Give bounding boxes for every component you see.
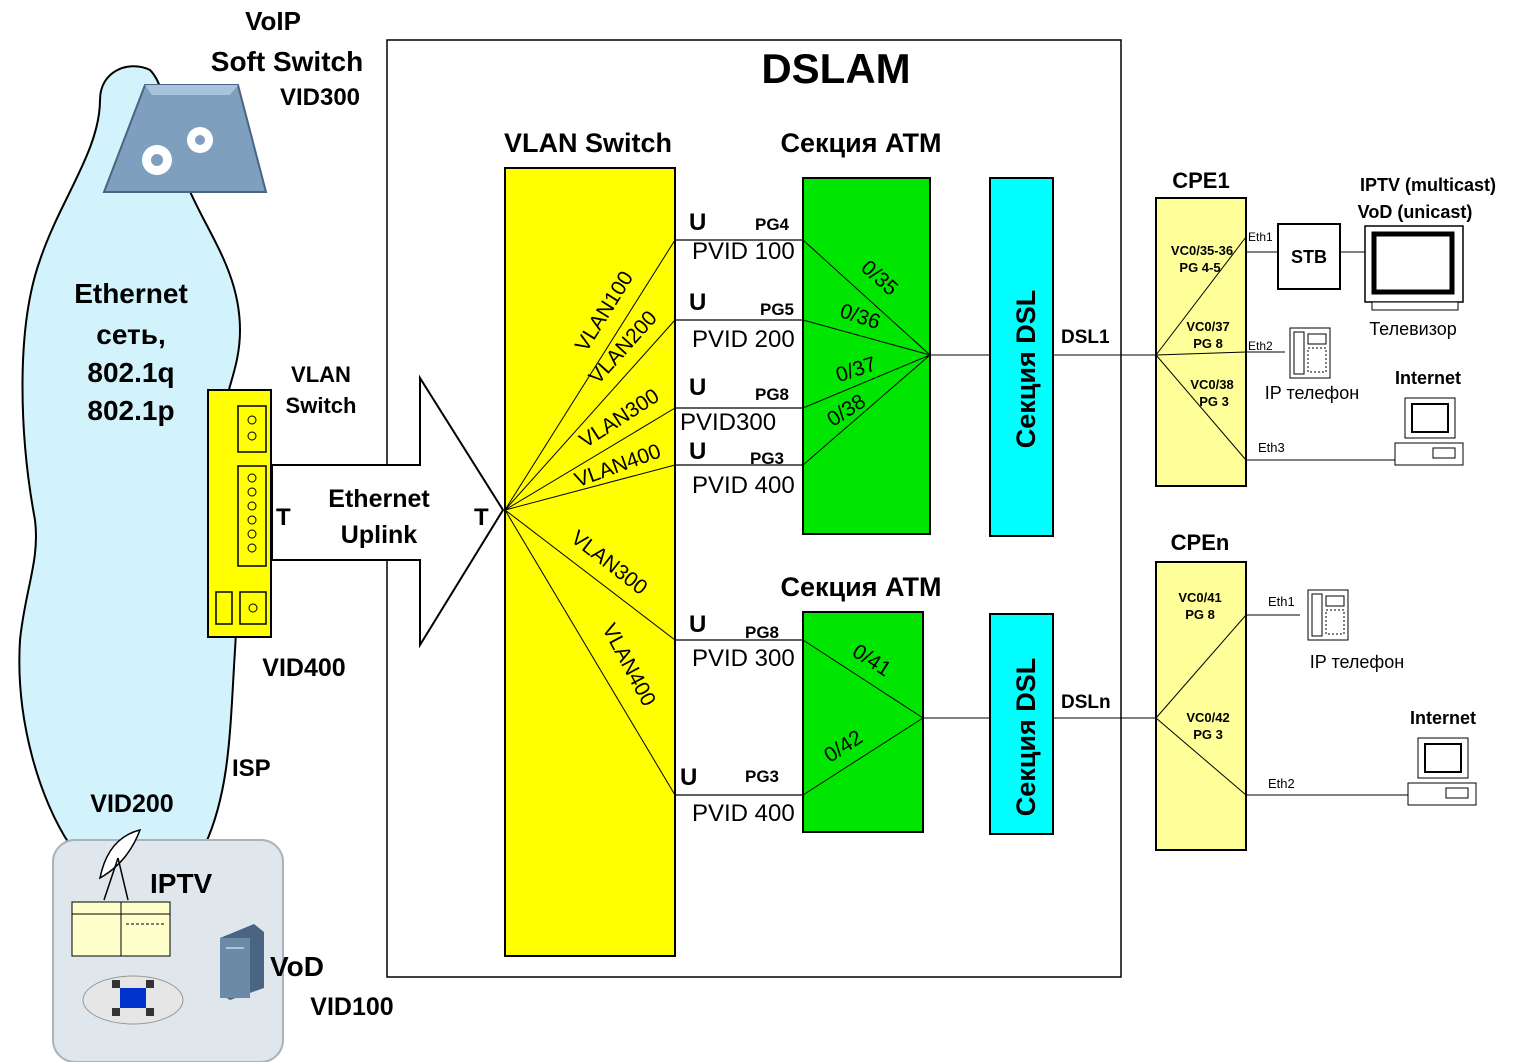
cpe1-pg: PG 3 xyxy=(1199,394,1229,409)
computer-icon xyxy=(1407,737,1477,806)
computer-icon xyxy=(1394,397,1464,466)
dsl-section-top xyxy=(989,177,1054,537)
vod-label: VoD xyxy=(270,951,324,982)
port-mode: U xyxy=(689,289,706,316)
tv-icon xyxy=(1364,225,1464,311)
port-group: PG8 xyxy=(755,385,789,404)
dslam-vlan-switch xyxy=(504,167,676,957)
ethernet-uplink-arrow xyxy=(271,374,505,649)
stb-box xyxy=(1277,223,1341,290)
cpe1-eth: Eth3 xyxy=(1258,440,1285,455)
cpe1-eth: Eth1 xyxy=(1248,230,1273,244)
atm-section-top xyxy=(802,177,931,535)
port-group: PG8 xyxy=(745,623,779,642)
port-mode: U xyxy=(689,374,706,401)
uplink-label-1: Ethernet xyxy=(328,485,430,513)
satellite-dish-icon xyxy=(98,828,142,901)
cpen-title: CPEn xyxy=(1171,530,1230,555)
cpen-eth: Eth1 xyxy=(1268,594,1295,609)
ethernet-net-label-2: сеть, xyxy=(96,319,165,350)
cpen-pg: PG 8 xyxy=(1185,607,1215,622)
port-pvid: PVID 400 xyxy=(692,472,795,499)
vlan-fan-lines xyxy=(504,239,676,796)
iptv-label: IPTV xyxy=(150,868,213,899)
uplink-label-2: Uplink xyxy=(341,521,417,549)
port-pvid: PVID 400 xyxy=(692,800,795,827)
port-mode: U xyxy=(689,209,706,236)
dsl-section-bottom xyxy=(989,613,1054,835)
atm-section-bottom xyxy=(802,611,924,833)
edge-switch-vid: VID400 xyxy=(262,654,345,682)
port-pvid: PVID300 xyxy=(680,409,776,436)
dsl-section-title-bottom: Секция DSL xyxy=(1011,658,1041,816)
ethernet-net-label-1: Ethernet xyxy=(74,278,188,309)
port-mode: U xyxy=(689,611,706,638)
internet-label: Internet xyxy=(1395,368,1461,388)
cpe1-title: CPE1 xyxy=(1172,168,1229,193)
phone-label: IP телефон xyxy=(1265,383,1359,403)
dslam-title: DSLAM xyxy=(761,45,910,92)
cpen-eth: Eth2 xyxy=(1268,776,1295,791)
port-group: PG3 xyxy=(745,767,779,786)
edge-switch-label-1: VLAN xyxy=(291,362,351,387)
cpe1-pg: PG 4-5 xyxy=(1179,260,1220,275)
edge-switch-label-2: Switch xyxy=(286,393,357,418)
dsl-section-title-top: Секция DSL xyxy=(1011,290,1041,448)
tv-stream-label-2: VoD (unicast) xyxy=(1358,202,1473,222)
port-group: PG3 xyxy=(750,449,784,468)
phone-icon xyxy=(1307,589,1349,641)
dsl-link-label: DSL1 xyxy=(1061,327,1110,348)
cpe1-vc: VC0/38 xyxy=(1190,377,1233,392)
phone-label: IP телефон xyxy=(1310,652,1404,672)
voip-vid: VID300 xyxy=(280,84,360,111)
voip-title: VoIP xyxy=(245,6,301,36)
network-cloud-icon xyxy=(82,975,184,1025)
port-mode: U xyxy=(680,764,697,791)
cpe1-pg: PG 8 xyxy=(1193,336,1223,351)
cpen-box xyxy=(1155,561,1247,851)
cpe1-eth: Eth2 xyxy=(1248,339,1273,353)
tv-stream-label-1: IPTV (multicast) xyxy=(1360,175,1496,195)
vod-server-icon xyxy=(220,924,264,1000)
uplink-tag: T xyxy=(474,504,489,531)
edge-switch-tag: T xyxy=(276,504,291,531)
port-pvid: PVID 200 xyxy=(692,326,795,353)
phone-icon xyxy=(1289,327,1331,379)
atm-section-title-bottom: Секция ATM xyxy=(781,572,942,602)
port-pvid: PVID 100 xyxy=(692,238,795,265)
voip-subtitle: Soft Switch xyxy=(211,46,363,77)
internet-label: Internet xyxy=(1410,708,1476,728)
stb-label: STB xyxy=(1291,247,1327,267)
port-pvid: PVID 300 xyxy=(692,645,795,672)
cpen-pg: PG 3 xyxy=(1193,727,1223,742)
dsl-link-label: DSLn xyxy=(1061,692,1111,713)
isp-label: ISP xyxy=(232,755,271,782)
ethernet-net-label-3: 802.1q xyxy=(87,357,174,388)
ethernet-net-label-4: 802.1p xyxy=(87,395,174,426)
port-mode: U xyxy=(689,438,706,465)
cpe1-vc: VC0/37 xyxy=(1186,319,1229,334)
vid100-label: VID100 xyxy=(310,993,393,1021)
cpe1-vc: VC0/35-36 xyxy=(1171,243,1233,258)
tv-label: Телевизор xyxy=(1369,319,1457,339)
vid200-label: VID200 xyxy=(90,790,173,818)
cpen-vc: VC0/41 xyxy=(1178,590,1221,605)
port-group: PG5 xyxy=(760,300,794,319)
server-rack-icon xyxy=(71,901,171,957)
cpen-vc: VC0/42 xyxy=(1186,710,1229,725)
vlan-switch-title: VLAN Switch xyxy=(504,128,672,158)
cpe1-box xyxy=(1155,197,1247,487)
port-group: PG4 xyxy=(755,215,790,234)
atm-section-title-top: Секция ATM xyxy=(781,128,942,158)
